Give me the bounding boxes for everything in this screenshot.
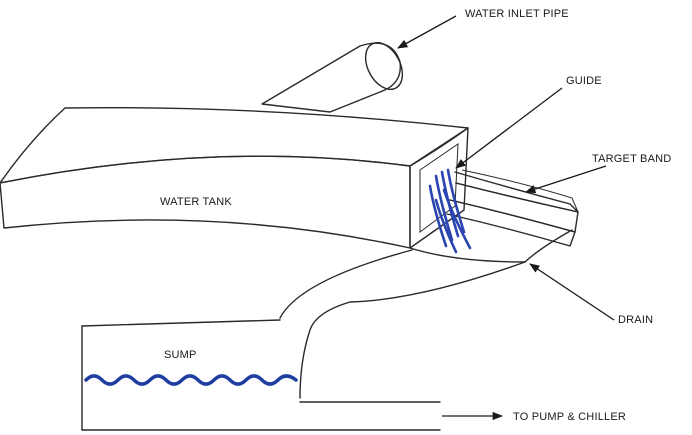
- label-to-pump-chiller: TO PUMP & CHILLER: [513, 411, 626, 423]
- sump-tank: [81, 319, 441, 431]
- leader-drain: [529, 263, 615, 321]
- sump-water-surface: [84, 374, 298, 386]
- label-drain: DRAIN: [618, 314, 653, 326]
- label-water-inlet-pipe: WATER INLET PIPE: [465, 8, 569, 20]
- drain-chute: [279, 229, 573, 399]
- label-water-tank: WATER TANK: [160, 196, 232, 208]
- label-guide: GUIDE: [566, 75, 602, 87]
- leader-water-inlet-pipe: [397, 15, 457, 49]
- label-target-band: TARGET BAND: [592, 153, 671, 165]
- leader-guide: [455, 87, 563, 169]
- label-sump: SUMP: [164, 349, 197, 361]
- leader-target-band: [525, 165, 607, 194]
- water-tank: [0, 106, 469, 249]
- target-band: [446, 169, 579, 247]
- water-inlet-pipe: [261, 41, 404, 113]
- water-jets: [428, 168, 472, 254]
